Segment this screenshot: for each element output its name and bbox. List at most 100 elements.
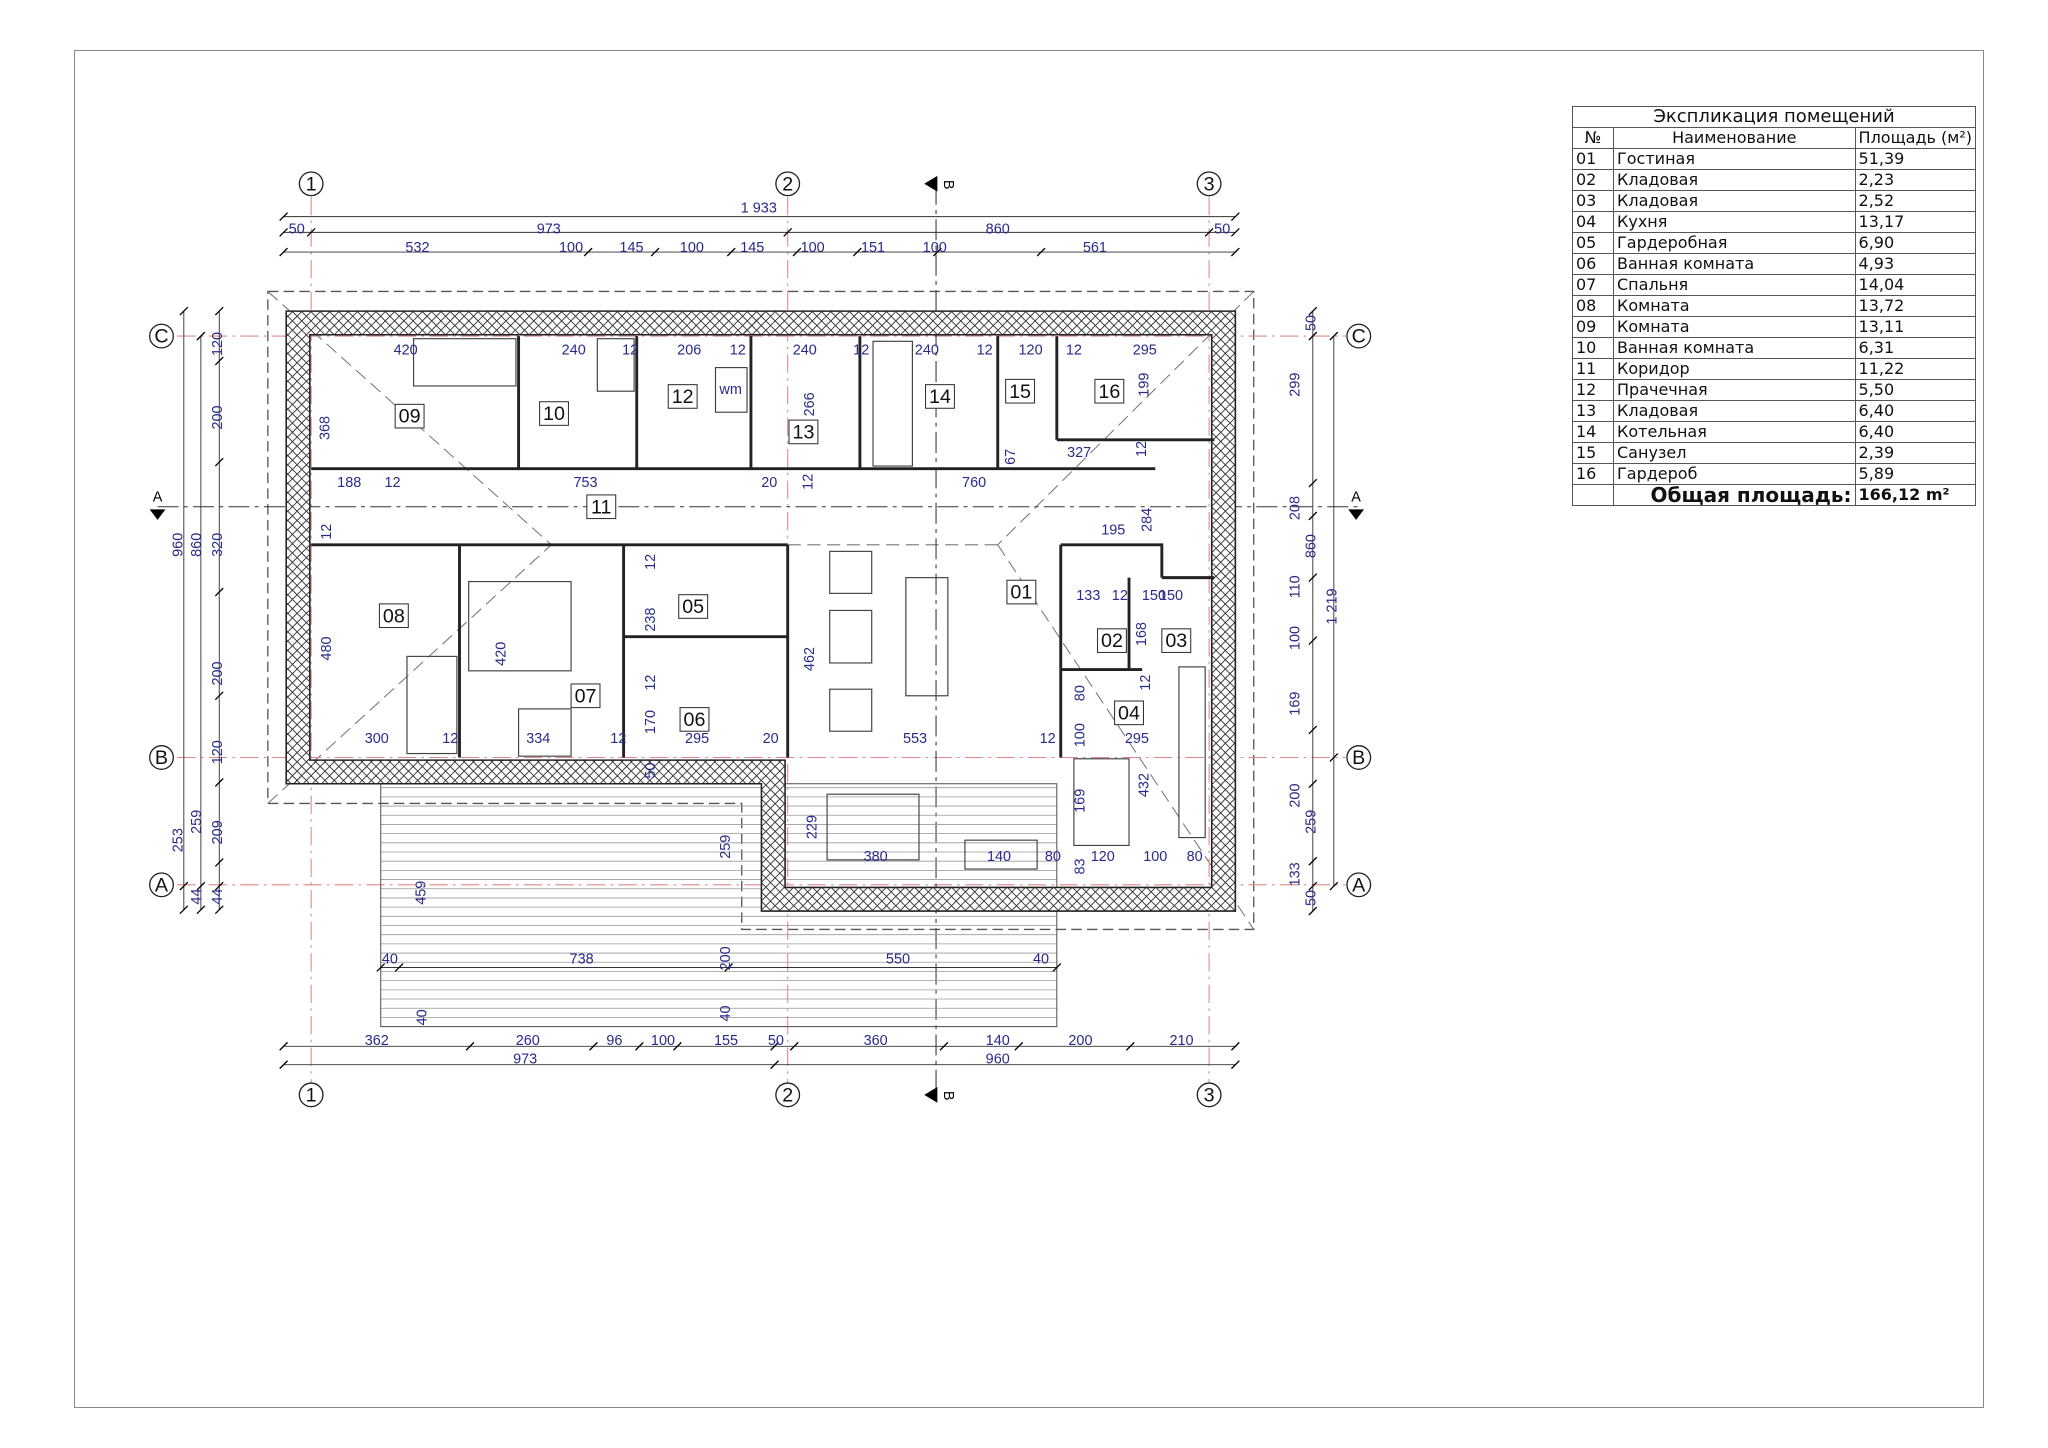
room-label-04: 04 [1114,700,1144,726]
dimension-label: 209 [210,820,226,844]
cell-area: 14,04 [1854,274,1977,296]
svg-text:C: C [1352,326,1366,348]
dimension-label: 120 [210,740,226,764]
cell-area: 6,31 [1854,337,1977,359]
dimension-label: 50 [1214,222,1230,238]
dimension-label: 550 [886,952,910,968]
cell-area: 2,52 [1854,190,1977,212]
cell-name: Санузел [1613,442,1856,464]
cell-area: 11,22 [1854,358,1977,380]
header-area: Площадь (м²) [1854,127,1977,149]
dimension-label: 12 [730,342,746,358]
dimension-label: 140 [986,1033,1010,1049]
dimension-label: 380 [864,849,888,865]
dimension-label: 50 [1303,315,1319,331]
dimension-label: 12 [622,342,638,358]
dimension-label: 860 [986,222,1010,238]
dimension-label: 168 [1134,622,1150,646]
axis-marker-3: 3 [1196,171,1222,197]
dimension-label: 1 933 [741,201,777,217]
room-label-13: 13 [788,419,819,445]
cell-num: 03 [1572,190,1614,212]
total-area-label: Общая площадь: [1613,484,1856,506]
svg-text:04: 04 [1118,702,1140,724]
dimension-label: 960 [986,1051,1010,1067]
header-num: № [1572,127,1614,149]
dimension-label: 200 [1068,1033,1092,1049]
dimension-label: 145 [740,240,764,256]
dimension-label: 760 [962,475,986,491]
dimension-label: 200 [1288,783,1304,807]
dimension-label: 100 [651,1033,675,1049]
room-label-02: 02 [1096,628,1127,653]
dimension-label: 200 [210,405,226,429]
dimension-label: 50 [289,222,305,238]
dimension-label: 80 [1187,849,1203,865]
dimension-label: 480 [319,636,335,660]
svg-text:2: 2 [782,173,793,195]
svg-text:09: 09 [399,406,421,428]
room-label-07: 07 [570,683,601,709]
dimension-label: 44 [189,889,205,905]
cell-name: Ванная комната [1613,337,1856,359]
dimension-label: 169 [1072,789,1088,813]
svg-text:B: B [155,747,168,769]
dimension-label: 738 [570,952,594,968]
room-label-05: 05 [678,594,709,619]
cell-name: Гардероб [1613,463,1856,485]
dimension-label: 200 [718,946,734,970]
axis-marker-C: C [149,323,174,349]
cell-name: Котельная [1613,421,1856,443]
dimension-label: 100 [923,240,947,256]
cell-num: 16 [1572,463,1614,485]
dimension-label: 40 [718,1005,734,1021]
dimension-label: 12 [853,342,869,358]
svg-text:03: 03 [1165,630,1187,652]
cell-num: 12 [1572,379,1614,401]
dimension-label: 240 [915,342,939,358]
room-explication-table: Экспликация помещений № Наименование Пло… [1572,106,1977,506]
svg-text:08: 08 [383,605,405,627]
washing-machine-label: wm [718,382,741,398]
svg-text:A: A [153,489,163,505]
room-label-11: 11 [586,494,617,520]
cell-num: 15 [1572,442,1614,464]
dimension-label: 20 [763,731,779,747]
dimension-label: 368 [318,416,334,440]
svg-text:1: 1 [306,1084,317,1106]
dimension-label: 188 [337,475,361,491]
cell-area: 6,40 [1854,400,1977,422]
section-mark: A [149,489,166,520]
dimension-label: 295 [1133,342,1157,358]
dimension-label: 1 219 [1324,588,1340,624]
svg-text:C: C [154,326,168,348]
cell-area: 13,11 [1854,316,1977,338]
dimension-label: 320 [210,533,226,557]
dimension-label: 133 [1288,862,1304,886]
cell-num: 02 [1572,169,1614,191]
cell-name: Коридор [1613,358,1856,380]
dimension-label: 462 [802,647,818,671]
dimension-label: 295 [685,731,709,747]
dimension-label: 133 [1076,588,1100,604]
cell-name: Ванная комната [1613,253,1856,275]
dimension-label: 260 [516,1033,540,1049]
room-label-08: 08 [378,603,409,629]
header-name: Наименование [1613,127,1856,149]
dimension-label: 150 [1159,588,1183,604]
dimension-label: 20 [761,475,777,491]
dimension-label: 253 [171,828,187,852]
dimension-label: 199 [1137,373,1153,397]
svg-text:13: 13 [792,421,814,443]
dimension-label: 120 [1019,342,1043,358]
